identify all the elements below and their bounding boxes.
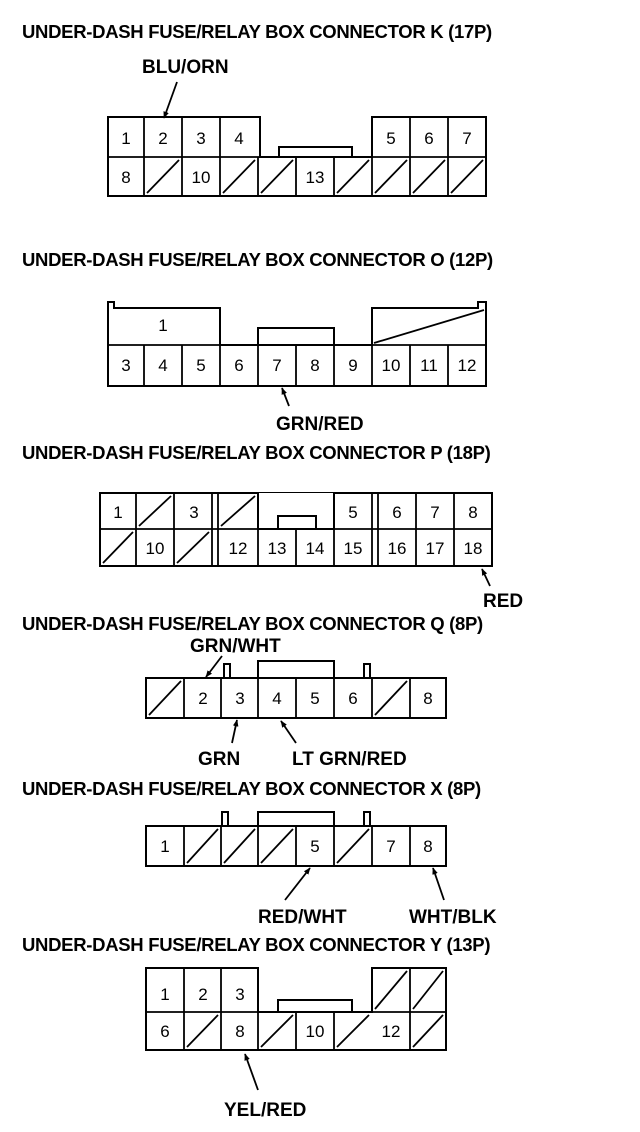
terminal-p-14: 14 [306, 539, 325, 558]
terminal-o-5: 5 [196, 356, 205, 375]
connector-y-title: UNDER-DASH FUSE/RELAY BOX CONNECTOR Y (1… [22, 934, 490, 955]
connector-y-housing [145, 967, 447, 1051]
terminal-x-7: 7 [386, 837, 395, 856]
terminal-p-13: 13 [268, 539, 287, 558]
terminal-p-18: 18 [464, 539, 483, 558]
terminal-x-8: 8 [423, 837, 432, 856]
terminal-k-7: 7 [462, 129, 471, 148]
terminal-p-12: 12 [229, 539, 248, 558]
wire-label-grn: GRN [198, 749, 240, 770]
connector-p-title: UNDER-DASH FUSE/RELAY BOX CONNECTOR P (1… [22, 442, 491, 463]
wire-label-red: RED [483, 591, 523, 612]
terminal-y-1: 1 [160, 985, 169, 1004]
terminal-p-10: 10 [146, 539, 165, 558]
terminal-k-4: 4 [234, 129, 243, 148]
terminal-y-8: 8 [235, 1022, 244, 1041]
wire-arrow-x-5 [284, 867, 311, 901]
wire-arrow-q-2 [205, 655, 223, 678]
terminal-p-17: 17 [426, 539, 445, 558]
terminal-p-6: 6 [392, 503, 401, 522]
terminal-y-3: 3 [235, 985, 244, 1004]
connector-q: UNDER-DASH FUSE/RELAY BOX CONNECTOR Q (8… [22, 613, 483, 770]
terminal-k-6: 6 [424, 129, 433, 148]
connector-o-title: UNDER-DASH FUSE/RELAY BOX CONNECTOR O (1… [22, 249, 493, 270]
terminal-p-15: 15 [344, 539, 363, 558]
terminal-o-4: 4 [158, 356, 167, 375]
terminal-x-5: 5 [310, 837, 319, 856]
terminal-k-10: 10 [192, 168, 211, 187]
terminal-q-3: 3 [235, 689, 244, 708]
connector-o-housing [107, 301, 487, 387]
connector-o: UNDER-DASH FUSE/RELAY BOX CONNECTOR O (1… [22, 249, 493, 435]
terminal-o-9: 9 [348, 356, 357, 375]
connector-p: UNDER-DASH FUSE/RELAY BOX CONNECTOR P (1… [22, 442, 523, 612]
wire-label-grn-red: GRN/RED [276, 414, 364, 435]
terminal-o-3: 3 [121, 356, 130, 375]
terminal-o-7: 7 [272, 356, 281, 375]
terminal-o-6: 6 [234, 356, 243, 375]
terminal-q-5: 5 [310, 689, 319, 708]
terminal-k-13: 13 [306, 168, 325, 187]
terminal-y-2: 2 [198, 985, 207, 1004]
terminal-k-3: 3 [196, 129, 205, 148]
terminal-q-6: 6 [348, 689, 357, 708]
terminal-y-10: 10 [306, 1022, 325, 1041]
wire-label-lt-grn-red: LT GRN/RED [292, 749, 407, 770]
wire-arrow-y-8 [244, 1053, 259, 1091]
terminal-o-1: 1 [158, 316, 167, 335]
connector-x: UNDER-DASH FUSE/RELAY BOX CONNECTOR X (8… [22, 778, 497, 928]
terminal-p-3: 3 [189, 503, 198, 522]
wire-label-grn-wht: GRN/WHT [190, 636, 281, 657]
terminal-p-7: 7 [430, 503, 439, 522]
wire-label-wht-blk: WHT/BLK [409, 907, 497, 928]
connector-k-title: UNDER-DASH FUSE/RELAY BOX CONNECTOR K (1… [22, 21, 492, 42]
wire-arrow-q-3 [231, 719, 239, 744]
terminal-y-6: 6 [160, 1022, 169, 1041]
wire-arrow-x-8 [432, 867, 445, 901]
connector-q-housing [145, 660, 447, 719]
terminal-o-12: 12 [458, 356, 477, 375]
terminal-q-4: 4 [272, 689, 281, 708]
terminal-k-8: 8 [121, 168, 130, 187]
wire-label-blu-orn: BLU/ORN [142, 57, 229, 78]
terminal-k-1: 1 [121, 129, 130, 148]
connector-y: UNDER-DASH FUSE/RELAY BOX CONNECTOR Y (1… [22, 934, 491, 1121]
wire-arrow-q-4 [280, 720, 297, 744]
terminal-k-5: 5 [386, 129, 395, 148]
terminal-y-12: 12 [382, 1022, 401, 1041]
wire-arrow-p-18 [481, 568, 491, 587]
wire-label-red-wht: RED/WHT [258, 907, 347, 928]
connector-k-housing [107, 116, 487, 197]
terminal-o-11: 11 [420, 356, 438, 375]
terminal-o-8: 8 [310, 356, 319, 375]
terminal-k-2: 2 [158, 129, 167, 148]
connector-k: UNDER-DASH FUSE/RELAY BOX CONNECTOR K (1… [22, 21, 492, 197]
terminal-p-8: 8 [468, 503, 477, 522]
terminal-o-10: 10 [382, 356, 401, 375]
terminal-q-8: 8 [423, 689, 432, 708]
terminal-q-2: 2 [198, 689, 207, 708]
connector-x-housing [145, 811, 447, 867]
wire-arrow-o-7 [281, 387, 290, 407]
terminal-p-1: 1 [113, 503, 122, 522]
wire-label-yel-red: YEL/RED [224, 1100, 306, 1121]
wire-arrow-k-2 [163, 81, 178, 119]
connector-x-title: UNDER-DASH FUSE/RELAY BOX CONNECTOR X (8… [22, 778, 481, 799]
terminal-p-5: 5 [348, 503, 357, 522]
connector-q-title: UNDER-DASH FUSE/RELAY BOX CONNECTOR Q (8… [22, 613, 483, 634]
terminal-x-1: 1 [160, 837, 169, 856]
connector-p-housing [99, 492, 493, 567]
terminal-p-16: 16 [388, 539, 407, 558]
